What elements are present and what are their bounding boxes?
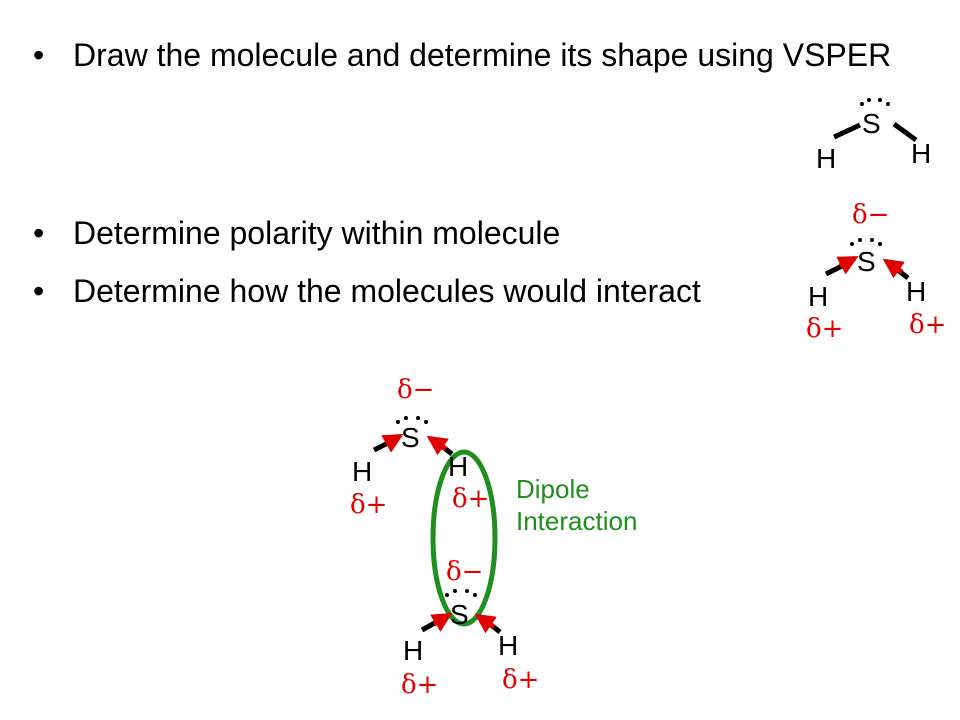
interaction-label-line-2: Interaction bbox=[516, 506, 637, 536]
molecule-polar: δ− S H H δ+ δ+ bbox=[806, 200, 946, 344]
partial-positive-charge-right: δ+ bbox=[452, 484, 489, 514]
lone-pairs bbox=[445, 589, 477, 597]
sulfur-atom: S bbox=[857, 246, 876, 277]
lone-pairs bbox=[860, 98, 890, 106]
interaction-label: Dipole Interaction bbox=[516, 474, 637, 536]
bullet-text: Determine how the molecules would intera… bbox=[73, 273, 701, 309]
partial-positive-charge-left: δ+ bbox=[401, 670, 438, 700]
bullet-dot: • bbox=[33, 273, 45, 309]
bond-left bbox=[832, 122, 862, 140]
partial-positive-charge-left: δ+ bbox=[806, 314, 843, 344]
dipole-arrow-right bbox=[474, 613, 497, 634]
hydrogen-atom-right: H bbox=[906, 276, 926, 307]
dipole-arrow-left bbox=[381, 433, 404, 453]
partial-negative-charge: δ− bbox=[852, 200, 889, 230]
bullet-draw-molecule: • Draw the molecule and determine its sh… bbox=[30, 36, 910, 74]
hydrogen-atom-left: H bbox=[808, 281, 828, 312]
interaction-label-line-1: Dipole bbox=[516, 474, 590, 504]
dipole-arrow-right bbox=[426, 435, 449, 456]
bullet-list: • Draw the molecule and determine its sh… bbox=[30, 36, 910, 310]
dipole-arrow-right bbox=[882, 258, 905, 279]
bullet-text: Determine polarity within molecule bbox=[73, 215, 561, 251]
hydrogen-atom-left: H bbox=[816, 143, 836, 174]
partial-positive-charge-right: δ+ bbox=[502, 665, 539, 695]
bullet-determine-polarity: • Determine polarity within molecule bbox=[30, 214, 910, 252]
hydrogen-atom-left: H bbox=[403, 635, 423, 666]
bullet-dot: • bbox=[33, 215, 45, 251]
molecule-interacting-lower: δ− S H H δ+ δ+ bbox=[401, 557, 539, 700]
molecule-plain: S H H bbox=[816, 98, 931, 174]
sulfur-atom: S bbox=[450, 599, 469, 630]
bullet-molecule-interaction: • Determine how the molecules would inte… bbox=[30, 272, 910, 310]
partial-positive-charge-right: δ+ bbox=[909, 310, 946, 340]
molecule-interacting-upper: δ− S H H δ+ δ+ bbox=[350, 375, 489, 520]
sulfur-atom: S bbox=[401, 422, 420, 453]
lone-pairs bbox=[850, 238, 882, 246]
sulfur-atom: S bbox=[862, 108, 881, 139]
hydrogen-atom-left: H bbox=[352, 456, 372, 487]
dipole-interaction-ellipse bbox=[430, 449, 498, 627]
lone-pairs bbox=[396, 416, 428, 424]
dipole-arrow-left bbox=[836, 255, 859, 275]
partial-positive-charge-left: δ+ bbox=[350, 490, 387, 520]
bullet-text: Draw the molecule and determine its shap… bbox=[73, 37, 892, 73]
bond-right bbox=[892, 121, 918, 143]
dipole-arrow-left bbox=[430, 612, 453, 632]
hydrogen-atom-right: H bbox=[911, 138, 931, 169]
hydrogen-atom-right: H bbox=[498, 630, 518, 661]
partial-negative-charge: δ− bbox=[397, 375, 434, 405]
hydrogen-atom-right: H bbox=[448, 451, 468, 482]
partial-negative-charge: δ− bbox=[446, 557, 483, 587]
bullet-dot: • bbox=[33, 37, 45, 73]
